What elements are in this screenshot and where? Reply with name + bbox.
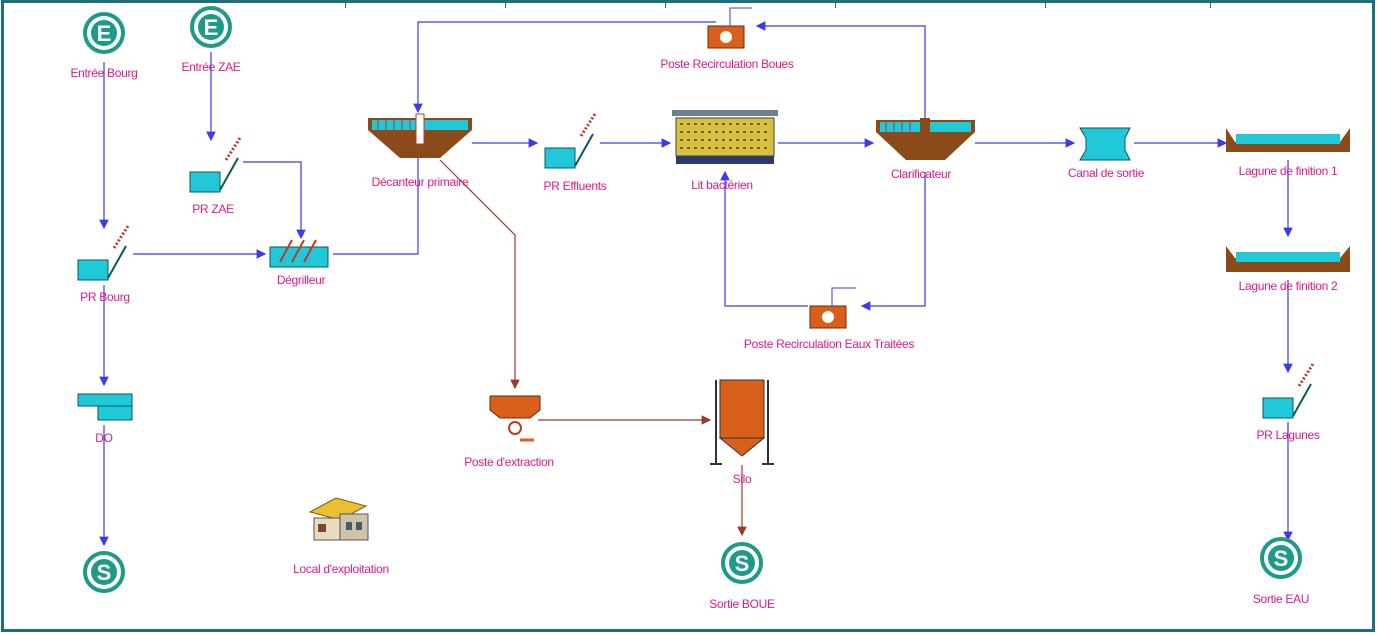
svg-text:E: E <box>204 15 219 40</box>
label-do: DO <box>95 431 113 445</box>
link-degrilleur-to-decanteur <box>333 150 419 255</box>
entry-E-icon: E <box>83 12 125 54</box>
label-entree-bourg: Entrée Bourg <box>70 66 138 80</box>
label-poste-recirculation-eaux: Poste Recirculation Eaux Traitées <box>743 337 915 351</box>
svg-text:S: S <box>735 551 750 576</box>
entry-E-icon: E <box>190 6 232 48</box>
frame-tick <box>835 0 836 8</box>
channel-icon <box>1079 127 1131 161</box>
label-lit-bacterien: Lit bactérien <box>691 178 753 192</box>
lagoon-icon <box>1226 128 1350 152</box>
link-recirc-eaux-to-lit <box>720 170 808 307</box>
pumping-station-icon <box>189 137 242 193</box>
link-clarificateur-to-recirc-boues <box>755 21 926 118</box>
lagoon-icon <box>1226 246 1350 272</box>
label-sortie-boue: Sortie BOUE <box>709 597 775 611</box>
building-icon <box>308 497 369 541</box>
frame-tick <box>505 0 506 8</box>
label-pr-lagunes: PR Lagunes <box>1256 428 1320 442</box>
svg-text:E: E <box>97 21 112 46</box>
label-entree-zae: Entrée ZAE <box>181 60 241 74</box>
label-lagune-finition-2: Lagune de finition 2 <box>1238 279 1338 293</box>
overflow-weir-icon <box>77 393 133 421</box>
label-degrilleur: Dégrilleur <box>276 273 326 287</box>
link-recirc-boues-to-decanteur <box>413 21 716 114</box>
settling-tank-icon <box>368 113 472 158</box>
frame-tick <box>665 0 666 8</box>
recirculation-pump-icon <box>707 7 752 49</box>
svg-text:S: S <box>1274 546 1289 571</box>
label-silo: Silo <box>732 472 752 486</box>
recirculation-pump-icon <box>809 287 856 329</box>
label-local-exploitation: Local d'exploitation <box>293 562 389 576</box>
link-decanteur-to-extraction <box>439 159 520 390</box>
label-poste-extraction: Poste d'extraction <box>464 455 554 469</box>
pumping-station-icon <box>1262 363 1315 419</box>
exit-S-icon: S <box>721 542 763 584</box>
link-pr-zae-to-degrilleur <box>243 161 306 240</box>
frame-tick <box>345 0 346 8</box>
label-pr-zae: PR ZAE <box>192 202 234 216</box>
exit-S-icon: S <box>83 551 125 593</box>
clarifier-icon <box>876 118 975 160</box>
frame-tick <box>1210 0 1211 8</box>
label-sortie-eau: Sortie EAU <box>1252 592 1310 606</box>
label-lagune-finition-1: Lagune de finition 1 <box>1238 164 1338 178</box>
pumping-station-icon <box>77 225 130 281</box>
svg-text:S: S <box>97 560 112 585</box>
label-clarificateur: Clarificateur <box>890 167 952 181</box>
label-pr-bourg: PR Bourg <box>80 290 130 304</box>
exit-S-icon: S <box>1260 537 1302 579</box>
label-canal-de-sortie: Canal de sortie <box>1067 166 1145 180</box>
pumping-station-icon <box>544 113 597 169</box>
link-clarificateur-to-recirc-eaux <box>860 172 926 311</box>
screen-icon <box>269 239 329 268</box>
label-decanteur-primaire: Décanteur primaire <box>371 175 469 189</box>
silo-icon <box>710 379 774 465</box>
frame-tick <box>1045 0 1046 8</box>
label-poste-recirculation-boues: Poste Recirculation Boues <box>660 57 794 71</box>
label-pr-effluents: PR Effluents <box>543 179 607 193</box>
trickling-filter-icon <box>672 110 778 164</box>
extraction-station-icon <box>489 395 541 442</box>
